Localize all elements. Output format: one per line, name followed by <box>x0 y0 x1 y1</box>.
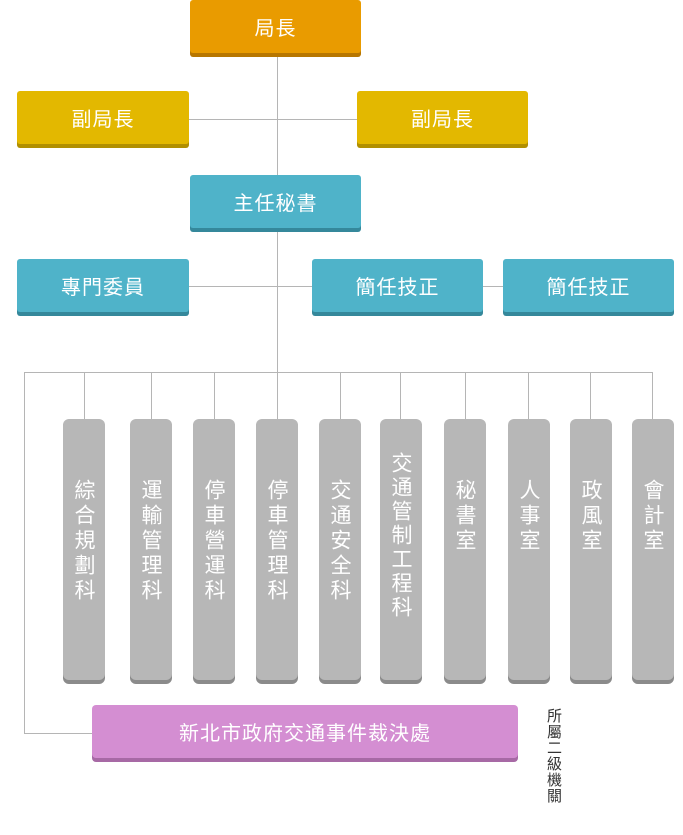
section-box-parking-operations: 停車營運科 <box>193 419 235 680</box>
section-box-traffic-control-engineering: 交通管制工程科 <box>380 419 422 680</box>
section-box-transport-management: 運輸管理科 <box>130 419 172 680</box>
subordinate-agency-label: 新北市政府交通事件裁決處 <box>179 721 431 745</box>
director-label: 局長 <box>254 16 297 40</box>
section-label: 交通管制工程科 <box>389 452 413 620</box>
chief-secretary-label: 主任秘書 <box>233 191 318 215</box>
deputy-director-label: 副局長 <box>411 107 474 131</box>
section-label: 停車管理科 <box>265 479 289 604</box>
director-box: 局長 <box>190 0 361 53</box>
section-label: 停車營運科 <box>202 479 226 604</box>
section-box-parking-management: 停車管理科 <box>256 419 298 680</box>
section-label: 綜合規劃科 <box>72 479 96 604</box>
section-label: 秘書室 <box>453 479 477 554</box>
section-box-secretariat: 秘書室 <box>444 419 486 680</box>
section-label: 運輸管理科 <box>139 479 163 604</box>
deputy-director-box-right: 副局長 <box>357 91 528 144</box>
deputy-director-box-left: 副局長 <box>17 91 189 144</box>
commissioner-label: 專門委員 <box>61 275 145 299</box>
chief-secretary-box: 主任秘書 <box>190 175 361 228</box>
technical-specialist-label: 簡任技正 <box>355 275 440 299</box>
section-box-planning: 綜合規劃科 <box>63 419 105 680</box>
section-label: 人事室 <box>517 479 541 554</box>
technical-specialist-box-left: 簡任技正 <box>312 259 483 312</box>
agency-connector <box>24 372 92 734</box>
deputy-director-label: 副局長 <box>71 107 135 131</box>
section-box-personnel: 人事室 <box>508 419 550 680</box>
section-label: 交通安全科 <box>328 479 352 604</box>
section-label: 會計室 <box>641 479 665 554</box>
subordinate-agency-note: 所屬二級機關 <box>545 708 563 804</box>
section-label: 政風室 <box>579 479 603 554</box>
technical-specialist-label: 簡任技正 <box>546 275 631 299</box>
technical-specialist-box-right: 簡任技正 <box>503 259 674 312</box>
subordinate-agency-box: 新北市政府交通事件裁決處 <box>92 705 518 758</box>
commissioner-box: 專門委員 <box>17 259 189 312</box>
section-box-accounting: 會計室 <box>632 419 674 680</box>
section-box-ethics: 政風室 <box>570 419 612 680</box>
section-box-traffic-safety: 交通安全科 <box>319 419 361 680</box>
